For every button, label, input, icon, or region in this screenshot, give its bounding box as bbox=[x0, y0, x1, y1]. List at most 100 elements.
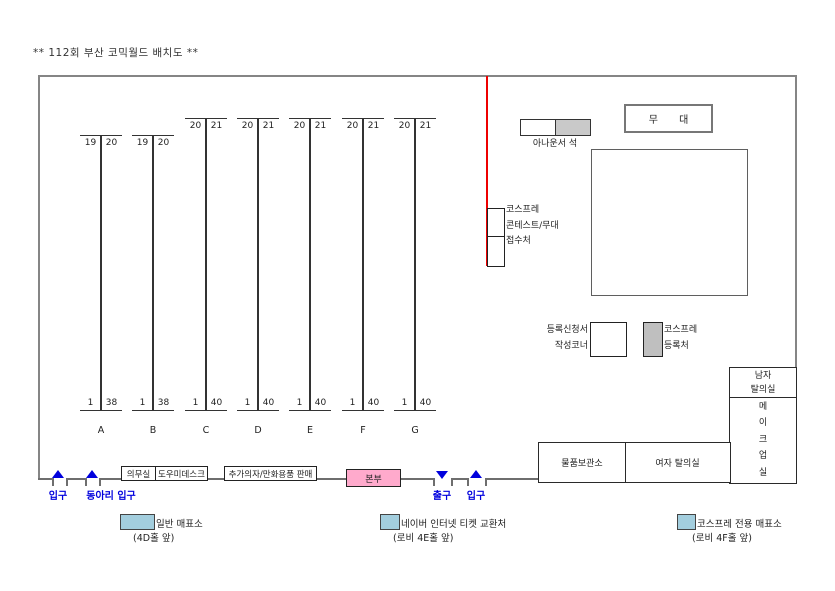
booth-number: 40 bbox=[262, 398, 275, 408]
entrance-arrow-icon bbox=[52, 470, 64, 478]
booth-bottom-bar bbox=[394, 410, 436, 411]
booth-number: 38 bbox=[157, 398, 170, 408]
legend-label-naver-ticket: 네이버 인터넷 티켓 교환처 bbox=[401, 519, 507, 530]
helper-desk-box: 도우미데스크 bbox=[155, 466, 208, 481]
cosplay-registration-line: 코스프레 bbox=[664, 325, 698, 335]
gate-post bbox=[66, 478, 68, 486]
female-changing-room: 여자 탈의실 bbox=[624, 442, 731, 483]
booth-bottom-bar bbox=[342, 410, 384, 411]
gate-post bbox=[52, 478, 54, 486]
booth-number: 20 bbox=[157, 138, 170, 148]
booth-number: 21 bbox=[210, 121, 223, 131]
makeup-char: 이 bbox=[758, 418, 768, 429]
announcer-seat-label: 아나운서 석 bbox=[532, 139, 578, 149]
booth-number: 19 bbox=[136, 138, 149, 148]
announcer-seat-box-filled bbox=[555, 119, 591, 136]
headquarters-label: 본부 bbox=[365, 474, 382, 485]
booth-number: 21 bbox=[262, 121, 275, 131]
booth-row-letter: A bbox=[97, 425, 105, 436]
gate-post bbox=[467, 478, 469, 486]
cosplay-reception-line: 콘테스트/무대 bbox=[506, 220, 559, 231]
extra-chairs-sales-box: 추가의자/만화용품 판매 bbox=[224, 466, 317, 481]
booth-number: 20 bbox=[241, 121, 254, 131]
booth-number: 20 bbox=[189, 121, 202, 131]
club-entrance-label: 동아리 입구 bbox=[86, 491, 136, 502]
legend-label-cosplay-ticket: 코스프레 전용 매표소 bbox=[697, 519, 782, 530]
booth-divider-line bbox=[205, 118, 207, 411]
medical-room-box: 의무실 bbox=[121, 466, 156, 481]
hall-wall-bottom-segment bbox=[451, 478, 467, 480]
headquarters-box: 본부 bbox=[346, 469, 401, 487]
cosplay-registration-box bbox=[643, 322, 663, 357]
booth-divider-line bbox=[152, 135, 154, 411]
booth-column-f: 20 21 1 40 F bbox=[342, 118, 384, 436]
makeup-char: 업 bbox=[758, 451, 768, 462]
hall-wall-top bbox=[38, 75, 797, 77]
booth-divider-line bbox=[362, 118, 364, 411]
exit-arrow-icon bbox=[436, 471, 448, 479]
medical-room-label: 의무실 bbox=[126, 469, 151, 480]
booth-bottom-bar bbox=[80, 410, 122, 411]
stage-box: 무 대 bbox=[624, 104, 713, 133]
cosplay-registration-line: 등록처 bbox=[664, 341, 689, 351]
booth-bottom-bar bbox=[289, 410, 331, 411]
legend-swatch-naver-ticket bbox=[380, 514, 400, 530]
legend-sub-general-ticket: (4D홀 앞) bbox=[133, 533, 175, 544]
red-divider-line bbox=[486, 76, 488, 266]
booth-number: 40 bbox=[314, 398, 327, 408]
cosplay-reception-label: 코스프레 콘테스트/무대 접수처 bbox=[506, 203, 559, 250]
entrance-arrow-icon bbox=[86, 470, 98, 478]
booth-number: 1 bbox=[349, 398, 356, 408]
hall-wall-right bbox=[795, 75, 797, 483]
gate-post bbox=[451, 478, 453, 486]
booth-number: 40 bbox=[210, 398, 223, 408]
makeup-room-label: 메 이 크 업 실 bbox=[759, 399, 767, 482]
booth-number: 20 bbox=[346, 121, 359, 131]
booth-column-c: 20 21 1 40 C bbox=[185, 118, 227, 436]
booth-row-letter: D bbox=[254, 425, 262, 436]
entrance-left-label: 입구 bbox=[48, 491, 68, 502]
booth-bottom-bar bbox=[185, 410, 227, 411]
cosplay-registration-label: 코스프레 등록처 bbox=[664, 322, 697, 354]
booth-number: 40 bbox=[367, 398, 380, 408]
entrance-right-label: 입구 bbox=[466, 491, 486, 502]
booth-bottom-bar bbox=[237, 410, 279, 411]
gate-post bbox=[85, 478, 87, 486]
booth-row-letter: C bbox=[202, 425, 210, 436]
booth-number: 20 bbox=[293, 121, 306, 131]
booth-number: 1 bbox=[192, 398, 199, 408]
legend-label-general-ticket: 일반 매표소 bbox=[156, 519, 203, 530]
booth-number: 1 bbox=[244, 398, 251, 408]
booth-number: 20 bbox=[105, 138, 118, 148]
booth-divider-line bbox=[414, 118, 416, 411]
booth-row-letter: F bbox=[360, 425, 366, 436]
stage-label: 무 대 bbox=[648, 115, 698, 126]
storage-room-label: 물품보관소 bbox=[561, 459, 603, 469]
booth-number: 21 bbox=[367, 121, 380, 131]
gate-post bbox=[433, 478, 435, 486]
legend-sub-naver-ticket: (로비 4E홀 앞) bbox=[393, 533, 454, 544]
announcer-seat-box bbox=[520, 119, 557, 136]
booth-number: 40 bbox=[419, 398, 432, 408]
page-title: ** 112회 부산 코믹월드 배치도 ** bbox=[33, 47, 199, 59]
helper-desk-label: 도우미데스크 bbox=[158, 469, 205, 480]
booth-number: 38 bbox=[105, 398, 118, 408]
booth-number: 1 bbox=[296, 398, 303, 408]
registration-corner-line: 작성코너 bbox=[554, 341, 588, 351]
male-changing-room: 남자 탈의실 bbox=[729, 367, 797, 398]
male-room-line: 남자 bbox=[754, 370, 772, 381]
cosplay-reception-line: 접수처 bbox=[506, 236, 531, 246]
hall-wall-bottom-segment bbox=[38, 478, 52, 480]
male-room-line: 탈의실 bbox=[750, 384, 776, 395]
booth-number: 1 bbox=[401, 398, 408, 408]
legend-sub-cosplay-ticket: (로비 4F홀 앞) bbox=[692, 533, 752, 544]
booth-number: 21 bbox=[314, 121, 327, 131]
hall-wall-bottom-segment bbox=[66, 478, 85, 480]
extra-chairs-sales-label: 추가의자/만화용품 판매 bbox=[228, 469, 313, 480]
makeup-char: 실 bbox=[758, 467, 768, 478]
storage-room: 물품보관소 bbox=[538, 442, 626, 483]
booth-number: 20 bbox=[398, 121, 411, 131]
gate-post bbox=[485, 478, 487, 486]
